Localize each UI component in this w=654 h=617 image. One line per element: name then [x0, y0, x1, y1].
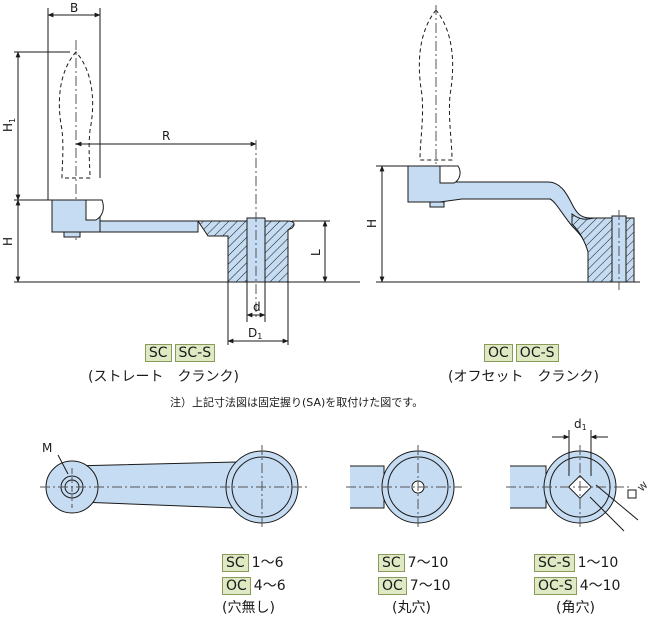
variant-caption: (丸穴)	[392, 600, 431, 616]
variant-range: 1～10	[577, 555, 619, 571]
straight-crank-label: (ストレート クランク)	[88, 369, 239, 385]
dim-H: H	[1, 237, 15, 246]
badge-sc: SC	[144, 344, 172, 362]
variant-range: 7～10	[409, 578, 451, 594]
top-view-round-hole	[346, 445, 462, 530]
variant-caption: (角穴)	[556, 600, 595, 616]
top-view-square-hole	[506, 430, 639, 532]
variant-badge: SC	[378, 554, 405, 572]
variant-range: 4～10	[579, 578, 621, 594]
straight-crank-side-view	[14, 8, 360, 345]
badge-oc: OC	[484, 344, 513, 362]
note-text: 注）上記寸法図は固定握り(SA)を取付けた図です。	[170, 396, 424, 409]
variant-badge: OC	[378, 577, 407, 595]
dim-W: W	[637, 481, 650, 494]
variant-badge: SC-S	[534, 554, 575, 572]
variant-range: 4～6	[253, 578, 286, 594]
dim-d: d	[253, 300, 261, 314]
hub-section	[197, 220, 295, 283]
offset-crank-label: (オフセット クランク)	[448, 369, 599, 385]
variant-badge: SC	[222, 554, 249, 572]
variant-caption: (穴無し)	[222, 600, 275, 616]
badge-sc-s: SC-S	[174, 344, 216, 362]
dim-H-offset: H	[365, 219, 379, 228]
dim-B: B	[70, 1, 78, 15]
grip-outline	[58, 51, 94, 179]
variant-badge: OC	[222, 577, 251, 595]
dim-H1: H1	[1, 118, 17, 132]
dim-D1: D1	[248, 326, 262, 341]
offset-grip-outline	[418, 9, 454, 161]
variant-range: 7～10	[407, 555, 449, 571]
variant-badge: OC-S	[534, 577, 577, 595]
badge-oc-s: OC-S	[515, 344, 559, 362]
dim-d1: d1	[574, 417, 587, 432]
offset-crank-side-view	[376, 5, 640, 290]
dim-M: M	[42, 441, 52, 455]
dim-L: L	[309, 249, 323, 256]
top-view-no-hole	[40, 445, 310, 530]
dim-R: R	[162, 129, 170, 143]
variant-range: 1～6	[251, 555, 284, 571]
